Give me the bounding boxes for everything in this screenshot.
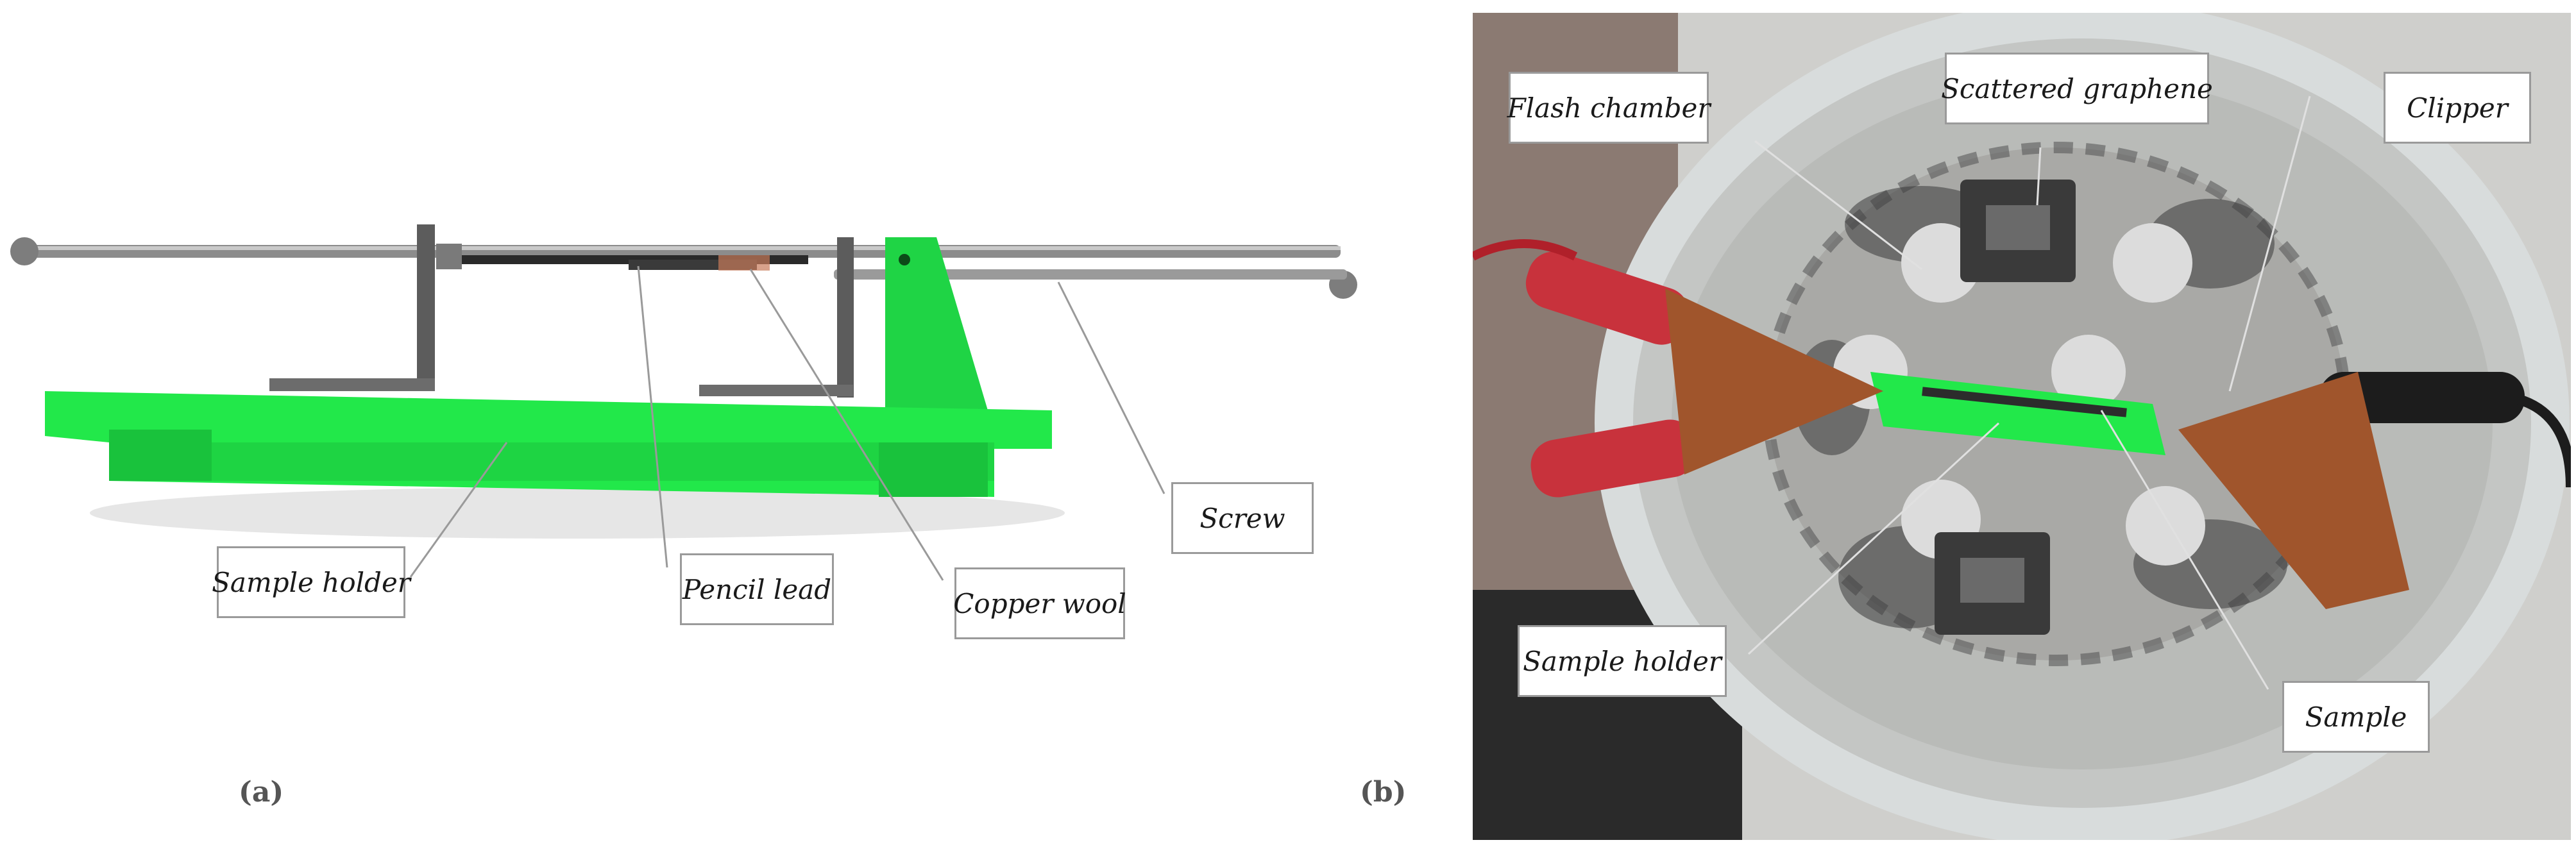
callout-sample-holder-b: Sample holder	[1518, 625, 1727, 697]
leader-lines	[409, 265, 1165, 581]
metal-bracket-left	[269, 224, 462, 391]
clipper-left	[1473, 239, 1883, 498]
callout-sample-holder-a: Sample holder	[212, 546, 411, 618]
panel-b-photo: Flash chamber Scattered graphene Clipper…	[1473, 13, 2571, 840]
callout-pencil-lead: Pencil lead	[680, 553, 834, 625]
sample	[1922, 387, 2127, 417]
clipper-right	[2178, 372, 2571, 609]
callout-copper-wool: Copper wool	[953, 567, 1126, 639]
sample-holder-photo	[10, 224, 1357, 581]
screw-rod	[10, 237, 1357, 299]
green-base	[45, 391, 1052, 497]
callout-clipper: Clipper	[2384, 72, 2531, 144]
callout-scattered-graphene: Scattered graphene	[1941, 53, 2213, 124]
leader-lines-b	[1747, 96, 2311, 690]
callout-flash-chamber: Flash chamber	[1507, 72, 1710, 144]
metal-bracket-right	[699, 237, 854, 398]
green-support	[885, 237, 988, 410]
callout-screw: Screw	[1171, 482, 1314, 554]
flash-chamber-photo	[1473, 13, 2571, 840]
shadow	[90, 487, 1065, 539]
copper-wool	[718, 255, 770, 271]
panel-a-photo: Sample holder Pencil lead Copper wool Sc…	[10, 224, 1407, 809]
callout-sample: Sample	[2282, 681, 2430, 753]
panel-label-a: (a)	[239, 776, 284, 809]
panel-label-b: (b)	[1360, 776, 1407, 809]
